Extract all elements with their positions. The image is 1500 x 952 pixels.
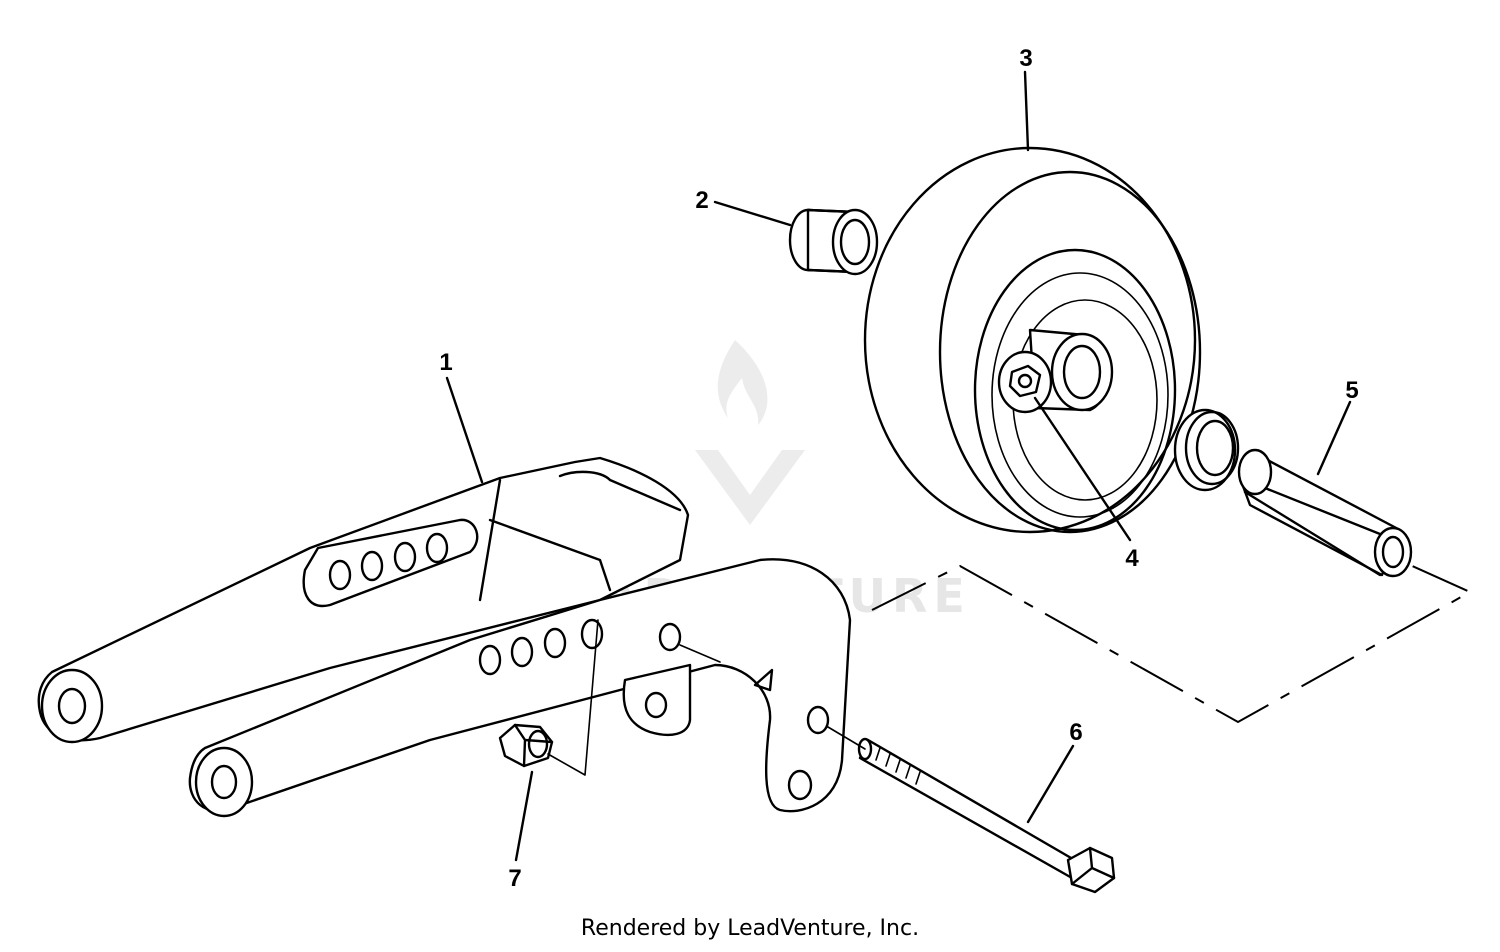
- part-4-grease-fitting[interactable]: [1008, 364, 1042, 398]
- part-3-wheel[interactable]: [863, 146, 1202, 534]
- leader-lines: [445, 70, 1352, 862]
- callout-3: 3: [1019, 45, 1032, 72]
- part-5-spacer-and-bearing[interactable]: [1173, 408, 1413, 578]
- render-credit: Rendered by LeadVenture, Inc.: [580, 916, 920, 941]
- callout-1: 1: [439, 349, 452, 376]
- callout-numbers: 1 2 3 4 5 6 7: [439, 45, 1358, 892]
- part-1-arm-bracket[interactable]: [37, 456, 852, 818]
- part-7-nut[interactable]: [498, 723, 554, 768]
- callout-6: 6: [1069, 719, 1082, 746]
- callout-2: 2: [695, 187, 708, 214]
- assembly-lines: [547, 564, 1473, 776]
- callout-5: 5: [1345, 377, 1358, 404]
- callout-7: 7: [508, 865, 521, 892]
- callout-4: 4: [1125, 545, 1139, 572]
- part-6-bolt[interactable]: [857, 737, 1116, 894]
- part-2-bushing[interactable]: [788, 208, 879, 276]
